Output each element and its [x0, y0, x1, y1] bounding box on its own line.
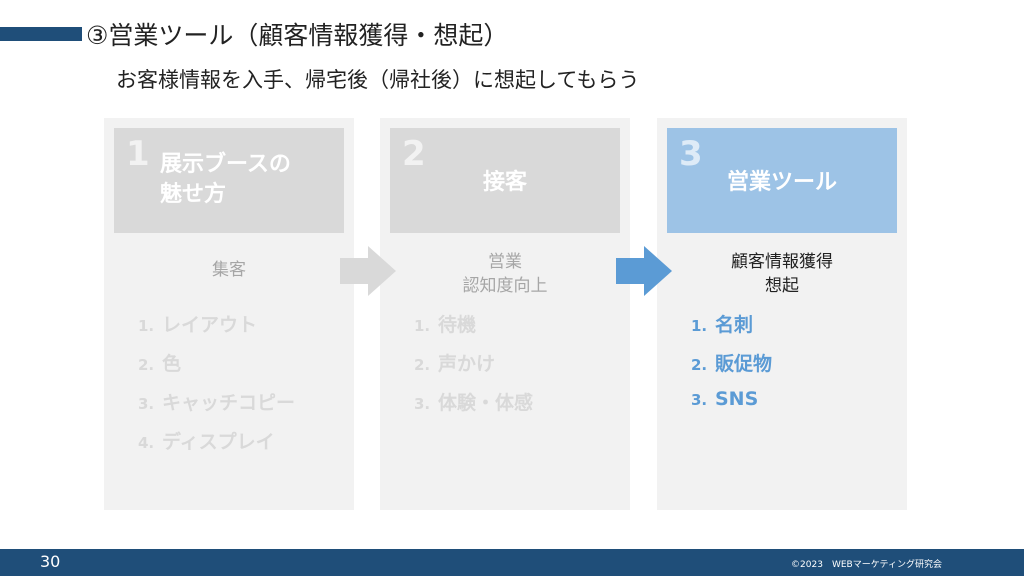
arrow-icon — [616, 246, 672, 296]
step-header: 2 接客 — [390, 128, 620, 233]
page-number: 30 — [40, 552, 61, 571]
step-subtitle: 営業 認知度向上 — [462, 252, 548, 296]
arrow-icon — [340, 246, 396, 296]
step-column-3: 3 営業ツール 顧客情報獲得 想起 1.名刺 2.販促物 3.SNS — [657, 118, 907, 510]
title-accent-bar — [0, 27, 82, 41]
step-title: 接客 — [482, 170, 527, 195]
step-number: 1 — [126, 134, 150, 174]
step-header: 1 展示ブースの 魅せ方 — [114, 128, 344, 233]
step-header: 3 営業ツール — [667, 128, 897, 233]
list-item: 3.体験・体感 — [414, 392, 534, 414]
copyright: ©2023 WEBマーケティング研究会 — [791, 560, 942, 570]
footer-bar: 30 ©2023 WEBマーケティング研究会 — [0, 549, 1024, 576]
step-subtitle: 集客 — [212, 260, 246, 280]
step-column-1: 1 展示ブースの 魅せ方 集客 1.レイアウト 2.色 3.キャッチコピー 4.… — [104, 118, 354, 510]
list-item: 1.待機 — [414, 314, 477, 336]
list-item: 2.販促物 — [691, 353, 773, 375]
list-item: 3.SNS — [691, 388, 759, 410]
list-item: 1.レイアウト — [138, 314, 258, 336]
step-number: 3 — [679, 134, 703, 174]
step-number: 2 — [402, 134, 426, 174]
list-item: 3.キャッチコピー — [138, 392, 296, 414]
list-item: 4.ディスプレイ — [138, 431, 275, 453]
step-title: 営業ツール — [726, 170, 837, 195]
list-item: 2.声かけ — [414, 353, 496, 375]
list-item: 1.名刺 — [691, 314, 754, 336]
step-subtitle: 顧客情報獲得 想起 — [731, 252, 833, 296]
list-item: 2.色 — [138, 353, 182, 375]
step-column-2: 2 接客 営業 認知度向上 1.待機 2.声かけ 3.体験・体感 — [380, 118, 630, 510]
slide-title: ③営業ツール（顧客情報獲得・想起） — [86, 21, 509, 50]
step-title: 展示ブースの 魅せ方 — [160, 152, 291, 207]
slide-subtitle: お客様情報を入手、帰宅後（帰社後）に想起してもらう — [116, 68, 640, 92]
